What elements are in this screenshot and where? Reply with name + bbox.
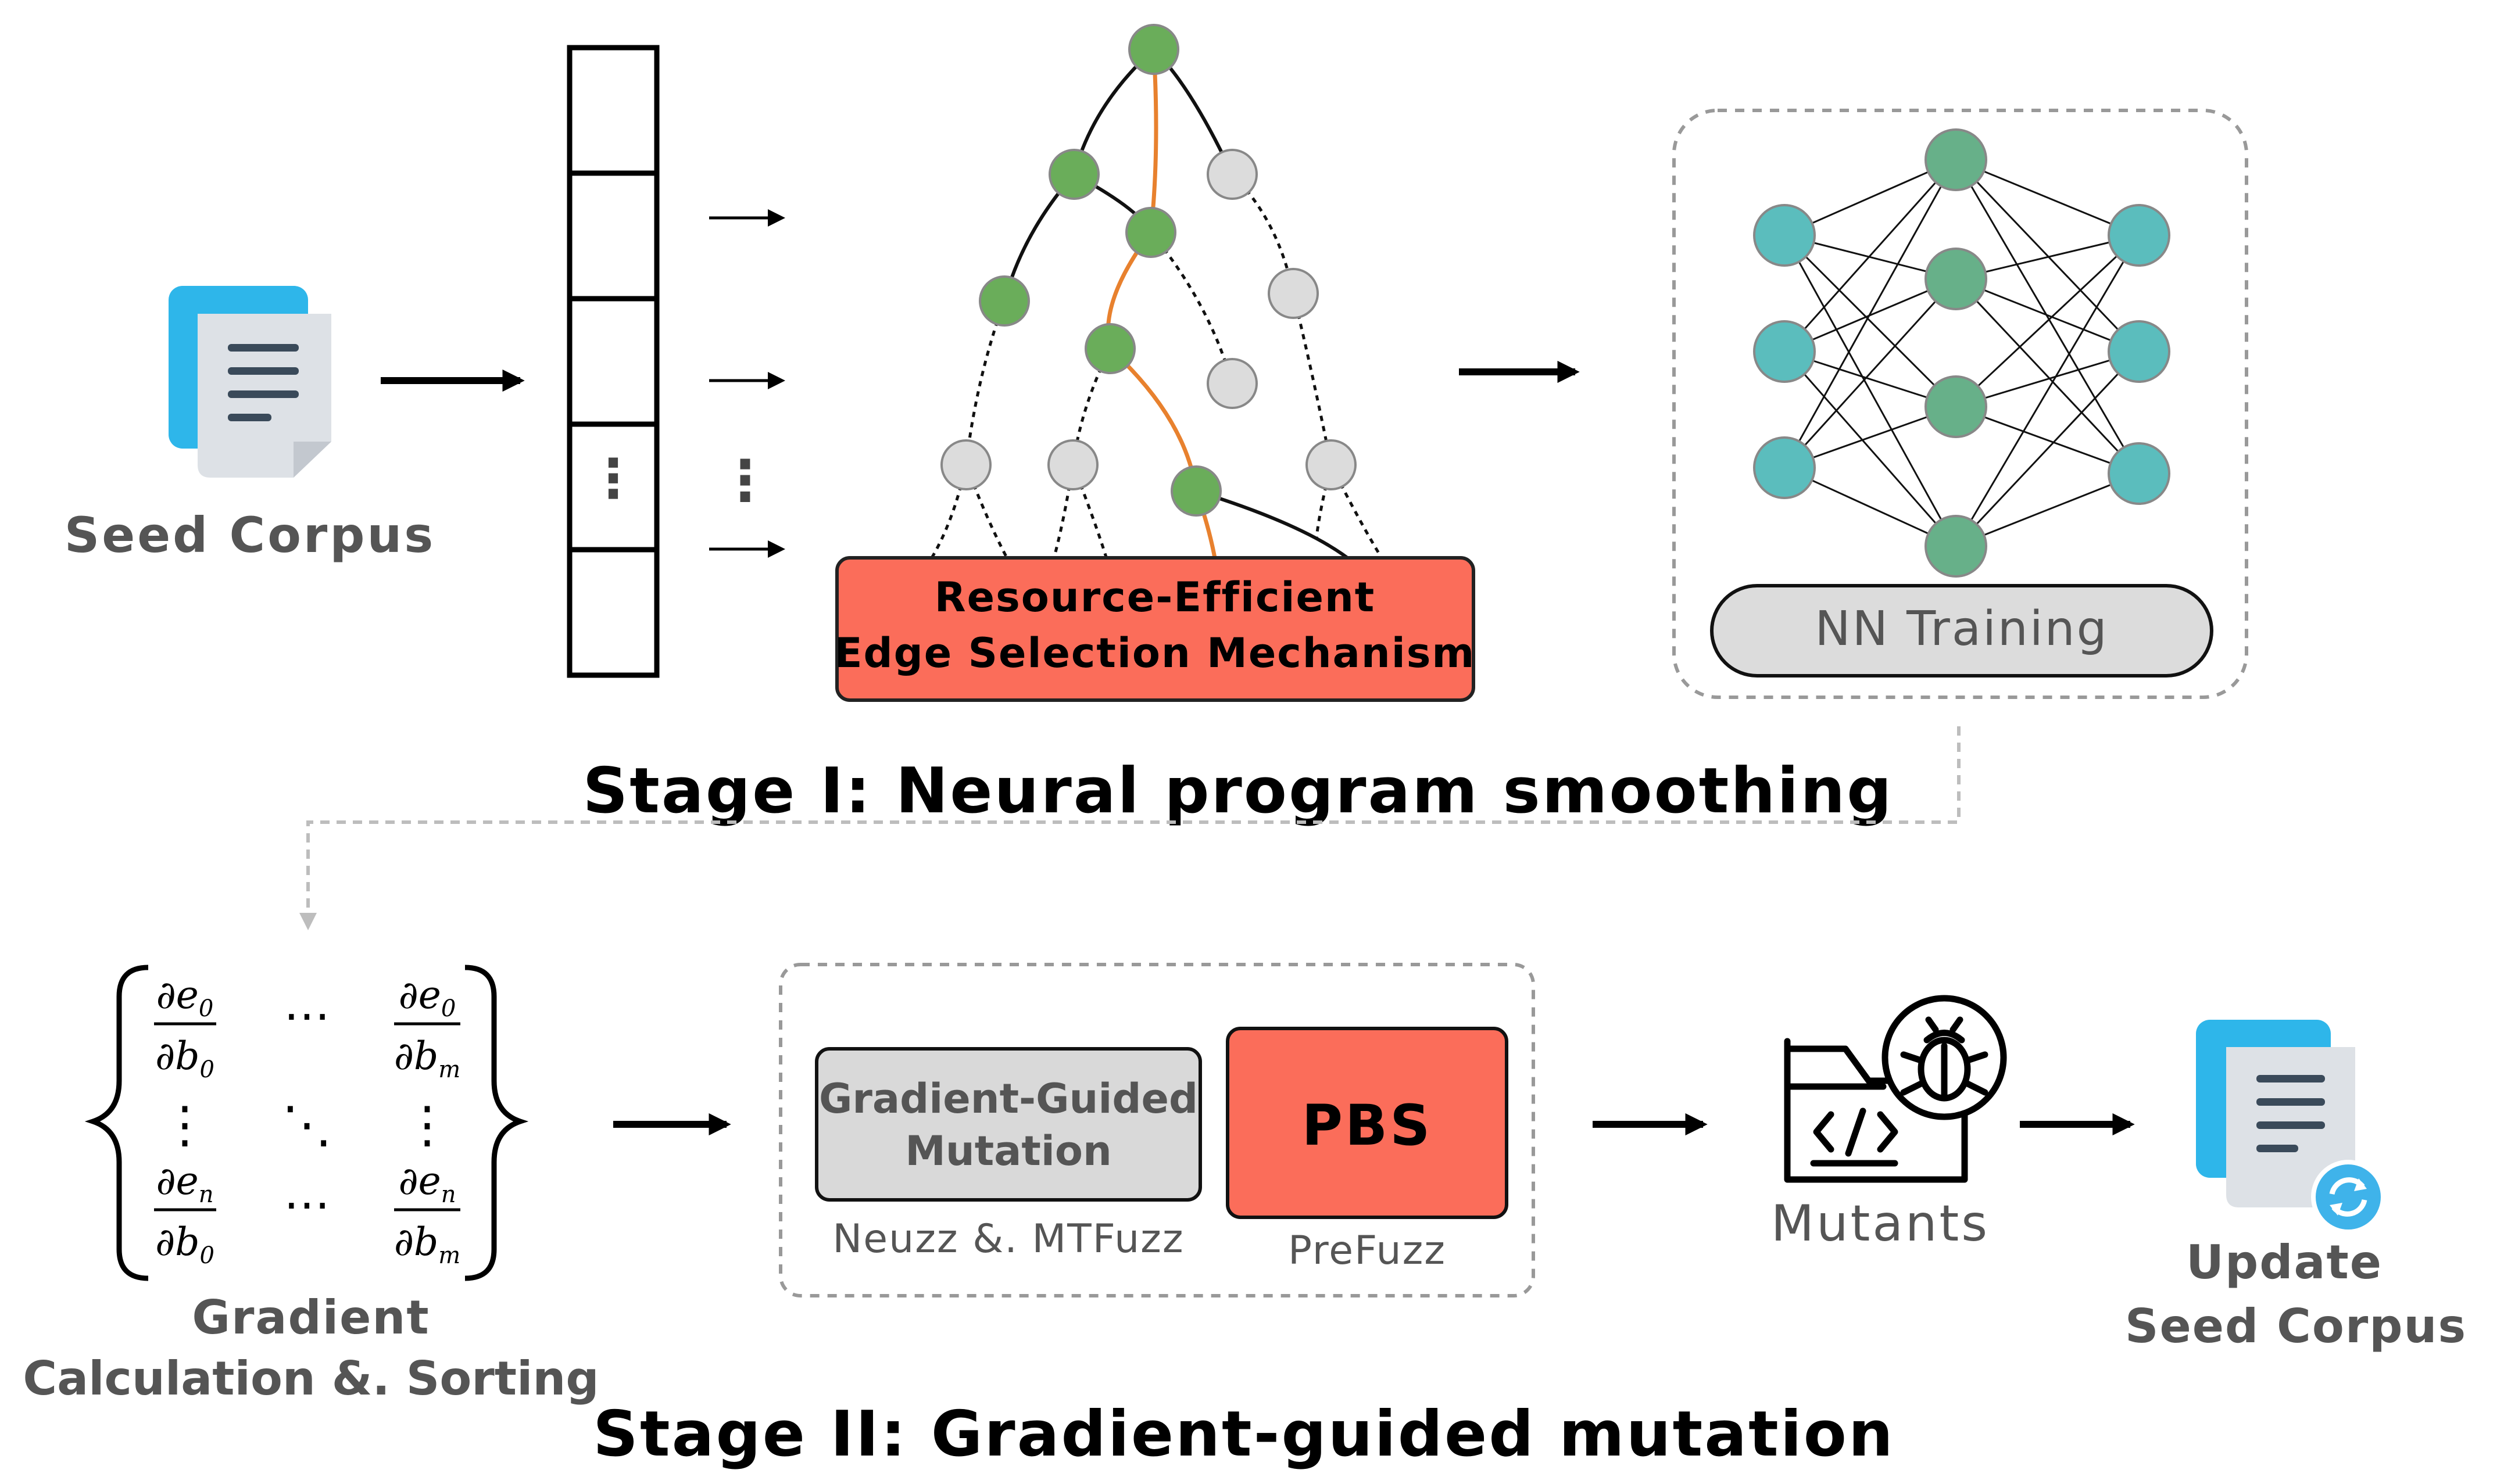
ggm-caption: Neuzz &. MTFuzz — [832, 1216, 1184, 1262]
nn-container — [1672, 109, 2248, 699]
bitmap-vector — [567, 45, 660, 678]
pbs-label: PBS — [1302, 1093, 1433, 1158]
document-refresh-icon — [2196, 1020, 2385, 1234]
ggm-line1: Gradient-Guided — [819, 1075, 1198, 1123]
edge-selection-mechanism-box: Resource-Efficient Edge Selection Mechan… — [835, 556, 1476, 702]
matrix-hdots-top: ⋯ — [284, 988, 330, 1042]
tree-node-root — [1128, 24, 1179, 75]
cell-tl-denominator: ∂b0 — [155, 1034, 214, 1083]
pbs-box: PBS — [1226, 1027, 1508, 1219]
execution-tree — [928, 24, 1385, 582]
tree-node — [1207, 149, 1258, 200]
matrix-hdots-bottom: ⋯ — [284, 1177, 330, 1231]
tree-node — [979, 275, 1030, 327]
neural-network — [1753, 128, 2170, 578]
mechanism-line2: Edge Selection Mechanism — [835, 629, 1476, 677]
tree-node — [1125, 207, 1176, 258]
tree-node — [940, 439, 992, 490]
nn-output-node — [2108, 442, 2170, 505]
mutants-label: Mutants — [1771, 1195, 1990, 1253]
cell-tl-numerator: ∂e0 — [156, 973, 214, 1022]
nn-hidden-node — [1924, 248, 1987, 310]
gradient-matrix: ∂e0 ∂b0 ∂e0 ∂bm ∂en ∂b0 ∂en ∂bm ⋯ ⋯ ⋮ ⋮ … — [84, 965, 529, 1281]
code-bug-icon — [1784, 995, 2007, 1183]
tree-node — [1268, 268, 1319, 319]
cell-bl-numerator: ∂en — [156, 1159, 214, 1208]
nn-input-node — [1753, 320, 1816, 383]
stage2-title: Stage II: Gradient-guided mutation — [593, 1398, 1895, 1471]
cell-bl-denominator: ∂b0 — [155, 1220, 214, 1269]
nn-input-node — [1753, 204, 1816, 267]
nn-output-node — [2108, 320, 2170, 383]
bitmap-ellipsis: ⋮ — [586, 447, 640, 510]
tree-node — [1049, 149, 1100, 200]
cell-br-denominator: ∂bm — [394, 1220, 460, 1269]
nn-hidden-node — [1924, 375, 1987, 438]
arrow-ellipsis: ⋮ — [717, 448, 773, 513]
tree-node — [1047, 439, 1099, 490]
document-icon — [169, 286, 331, 478]
stage-connector-arrow — [299, 726, 1961, 930]
mutation-container — [779, 963, 1535, 1297]
bitmap-arrows — [709, 209, 785, 558]
tree-node — [1171, 465, 1222, 517]
update-label-line2: Seed Corpus — [2125, 1299, 2467, 1353]
gradient-guided-mutation-box: Gradient-Guided Mutation — [815, 1047, 1202, 1202]
update-label-line1: Update — [2186, 1235, 2383, 1289]
nn-hidden-node — [1924, 515, 1987, 578]
matrix-vdots-right: ⋮ — [402, 1096, 452, 1154]
gradient-label-line1: Gradient — [192, 1291, 430, 1345]
tree-node — [1085, 323, 1136, 374]
cell-tr-numerator: ∂e0 — [399, 973, 456, 1022]
nn-hidden-node — [1924, 128, 1987, 191]
nn-training-pill: NN Training — [1710, 584, 2213, 678]
nn-output-node — [2108, 204, 2170, 267]
nn-input-node — [1753, 436, 1816, 499]
mechanism-line1: Resource-Efficient — [935, 573, 1376, 621]
stage1-title: Stage I: Neural program smoothing — [583, 755, 1894, 827]
gradient-label-line2: Calculation &. Sorting — [23, 1352, 599, 1406]
cell-br-numerator: ∂en — [399, 1159, 456, 1208]
matrix-ddots: ⋱ — [282, 1096, 332, 1154]
nn-training-label: NN Training — [1815, 601, 2108, 657]
cell-tr-denominator: ∂bm — [394, 1034, 460, 1083]
matrix-vdots-left: ⋮ — [160, 1096, 210, 1154]
ggm-line2: Mutation — [905, 1127, 1112, 1175]
pbs-caption: PreFuzz — [1288, 1228, 1446, 1274]
tree-node — [1207, 358, 1258, 409]
tree-node — [1305, 439, 1357, 490]
seed-corpus-label: Seed Corpus — [65, 507, 436, 564]
